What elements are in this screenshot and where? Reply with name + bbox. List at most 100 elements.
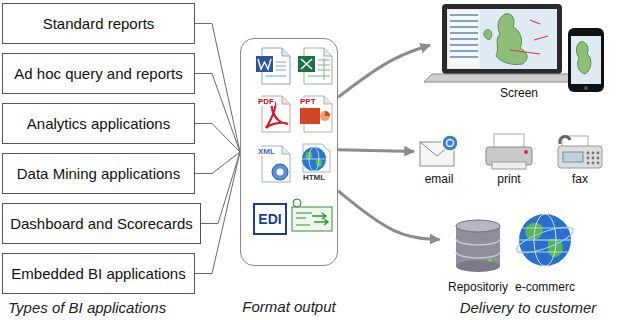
html-icon [302,147,326,171]
fax-icon [558,136,602,168]
xml-icon [277,169,284,176]
bi-application-box: Ad hoc query and reports [2,53,195,94]
printer-icon [492,162,526,169]
ecommerce-globe-icon [514,222,576,258]
echeck-icon [293,199,301,207]
excel-icon [308,58,330,80]
print-target: print [480,132,538,186]
fax-icon [597,157,600,160]
ppt-icon [320,111,330,121]
repository-icon [488,258,492,262]
node-label: print [497,172,520,186]
node-label: e-commerc [515,280,575,294]
word-icon [256,56,273,72]
word-icon [266,76,286,77]
laptop-icon [510,20,548,54]
xml-icon [272,164,288,180]
node-label: Dashboard and Scorecards [10,215,193,232]
email-icon [447,140,454,147]
node-label: fax [572,172,588,186]
xml-icon [282,146,290,154]
fax-icon [587,162,590,165]
column-caption: Format output [242,298,335,315]
format-icon-label: PDF [257,97,275,106]
node-label: Data Mining applications [17,165,180,182]
repository-icon [456,220,500,232]
printer-icon [524,150,528,154]
fax-icon [597,152,600,155]
repository-icon [456,260,500,272]
email-target: email [414,132,464,186]
bi-application-box: Dashboard and Scorecards [2,203,201,244]
node-label: Analytics applications [27,115,170,132]
html-icon [302,159,326,160]
echeck-icon [292,199,332,231]
email-icon [442,135,458,151]
node-label: Embedded BI applications [11,265,185,282]
format-icon-label: XML [257,147,276,156]
bracket-line [195,24,240,153]
laptop-icon [424,4,580,82]
bracket-line [195,152,240,274]
bi-application-box: Embedded BI applications [2,253,195,294]
node-label: Screen [500,86,538,100]
laptop-icon [496,14,527,65]
format-icon-label: PPT [299,97,317,106]
bracket-line [201,152,240,224]
pdf-icon [282,96,290,104]
fax-icon [587,152,590,155]
excel-icon [298,48,332,84]
word-icon [256,48,290,84]
echeck-icon [292,207,332,231]
fax-target: fax [552,132,608,186]
phone-icon [576,42,590,74]
column-caption: Delivery to customer [460,299,597,316]
excel-icon [324,48,332,56]
bi-application-box: Analytics applications [2,103,195,144]
node-label: Ad hoc query and reports [14,65,182,82]
fax-icon [560,137,570,144]
phone-icon [584,86,588,90]
delivery-arrow [338,45,430,97]
format-output-box: Format output [240,38,338,266]
fax-icon [587,157,590,160]
edi-icon [254,204,286,234]
fax-icon [587,152,600,165]
bracket-line [195,124,240,153]
delivery-arrow [338,191,440,240]
node-label: Repositoriy [448,280,508,294]
bi-application-box: Data Mining applications [2,153,195,194]
screen-target: Screen [430,2,608,100]
repository-icon [456,239,500,258]
word-icon [276,62,286,63]
repository-icon [456,220,500,272]
laptop-icon [448,10,480,68]
fax-icon [563,152,583,162]
edi-label: EDI [258,211,281,227]
ecommerce-globe-icon [514,214,576,266]
printer-icon [486,134,532,169]
fax-icon [592,157,595,160]
repository-target: Repositoriy [440,216,517,294]
html-icon [302,144,330,172]
phone-icon [568,28,604,92]
ppt-icon [300,96,332,132]
excel-icon [298,56,315,72]
laptop-icon [447,9,557,69]
bracket-line [195,152,240,174]
format-icon-label: HTML [302,173,326,182]
excel-icon [301,59,312,69]
email-icon [420,135,458,166]
laptop-icon [450,15,478,57]
node-label: Standard reports [43,15,155,32]
laptop-icon [442,4,562,74]
laptop-icon [484,30,492,40]
bi-application-box: Standard reports [2,3,195,44]
ppt-icon [300,108,320,124]
bracket-line [195,74,240,153]
phone-icon [568,28,604,92]
column-caption: Types of BI applications [8,299,166,316]
fax-icon [592,152,595,155]
fax-icon [597,162,600,165]
